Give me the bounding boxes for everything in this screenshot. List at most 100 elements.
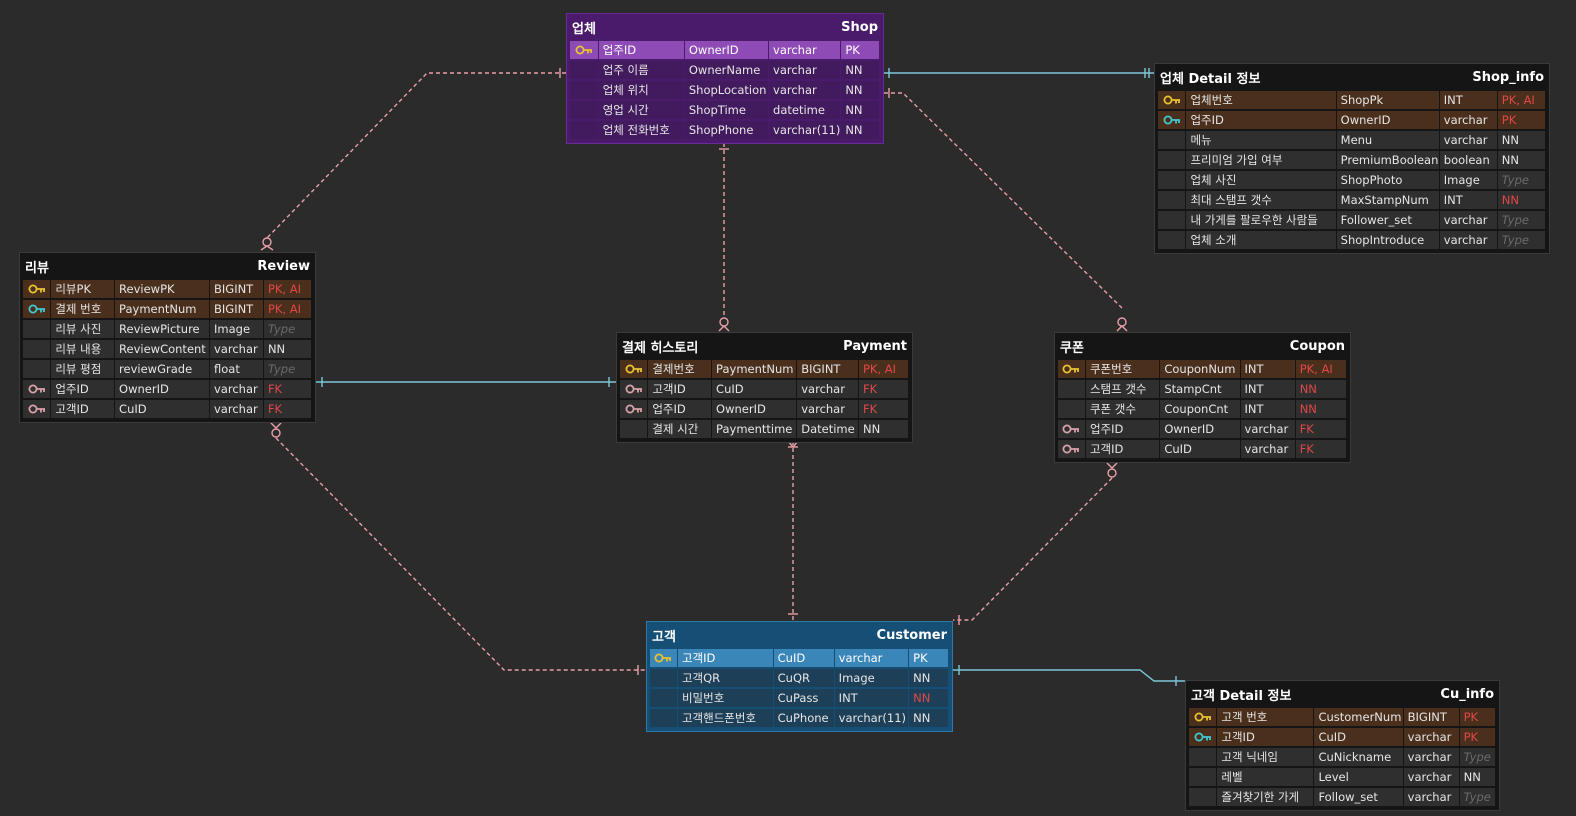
attribute-constraint: PK — [1497, 111, 1545, 129]
attribute-type: varchar — [1439, 111, 1497, 129]
attribute-constraint: PK, AI — [263, 280, 311, 298]
foreign-key-icon — [620, 400, 648, 418]
attribute-type: varchar — [210, 400, 263, 418]
attribute-name-kr: 업주ID — [598, 41, 684, 59]
relation-coupon-customer[interactable] — [953, 477, 1113, 621]
attribute-name-kr: 최대 스탬프 갯수 — [1186, 191, 1336, 209]
entity-header[interactable]: 고객 Detail 정보 Cu_info — [1186, 681, 1499, 707]
attribute-constraint: NN — [909, 709, 948, 727]
attribute-type: datetime — [769, 101, 841, 119]
foreign-primary-key-icon — [1158, 111, 1186, 129]
attribute-constraint: FK — [858, 380, 908, 398]
entity-title-en: Review — [257, 258, 310, 274]
entity-header[interactable]: 쿠폰 Coupon — [1055, 333, 1350, 359]
attribute-name-en: CustomerNum — [1314, 708, 1403, 726]
attribute-type: varchar — [834, 649, 909, 667]
attribute-name-en: Level — [1314, 768, 1403, 786]
relation-customer-cuinfo[interactable] — [953, 669, 1185, 682]
attribute-name-kr: 비밀번호 — [677, 689, 773, 707]
key-slot — [1189, 768, 1217, 786]
relation-review-customer[interactable] — [275, 437, 646, 671]
attribute-name-en: PremiumBoolean — [1336, 151, 1439, 169]
key-slot — [570, 81, 598, 99]
entity-header[interactable]: 업체 Shop — [567, 14, 883, 40]
entity-header[interactable]: 업체 Detail 정보 Shop_info — [1155, 64, 1549, 90]
attribute-name-kr: 프리미엄 가입 여부 — [1186, 151, 1336, 169]
attribute-constraint: PK — [909, 649, 948, 667]
entity-header[interactable]: 리뷰 Review — [20, 253, 315, 279]
foreign-key-icon — [620, 380, 648, 398]
attribute-type: varchar — [1439, 231, 1497, 249]
attribute-type: INT — [1240, 380, 1295, 398]
attribute-type: varchar — [797, 380, 858, 398]
attribute-name-en: ReviewContent — [115, 340, 209, 358]
attribute-constraint: PK — [841, 41, 879, 59]
attribute-constraint: FK — [1295, 420, 1347, 438]
entity-header[interactable]: 결제 히스토리 Payment — [617, 333, 912, 359]
entity-header[interactable]: 고객 Customer — [647, 622, 952, 648]
attribute-constraint: NN — [1459, 768, 1495, 786]
relation-shop-review[interactable] — [266, 72, 566, 239]
attribute-name-en: ShopPhoto — [1336, 171, 1439, 189]
attribute-name-kr: 스탬프 갯수 — [1085, 380, 1160, 398]
entity-title-en: Shop_info — [1472, 69, 1544, 85]
entity-title-kr: 고객 — [652, 629, 676, 645]
attribute-constraint: Type — [263, 360, 311, 378]
attribute-name-en: OwnerName — [684, 61, 769, 79]
attribute-name-en: Paymenttime — [712, 420, 797, 438]
key-slot — [23, 360, 51, 378]
attribute-constraint: Type — [1497, 231, 1545, 249]
foreign-primary-key-icon — [1189, 728, 1217, 746]
attribute-name-en: ShopPhone — [684, 121, 769, 139]
relation-shop-coupon[interactable] — [884, 92, 1123, 309]
